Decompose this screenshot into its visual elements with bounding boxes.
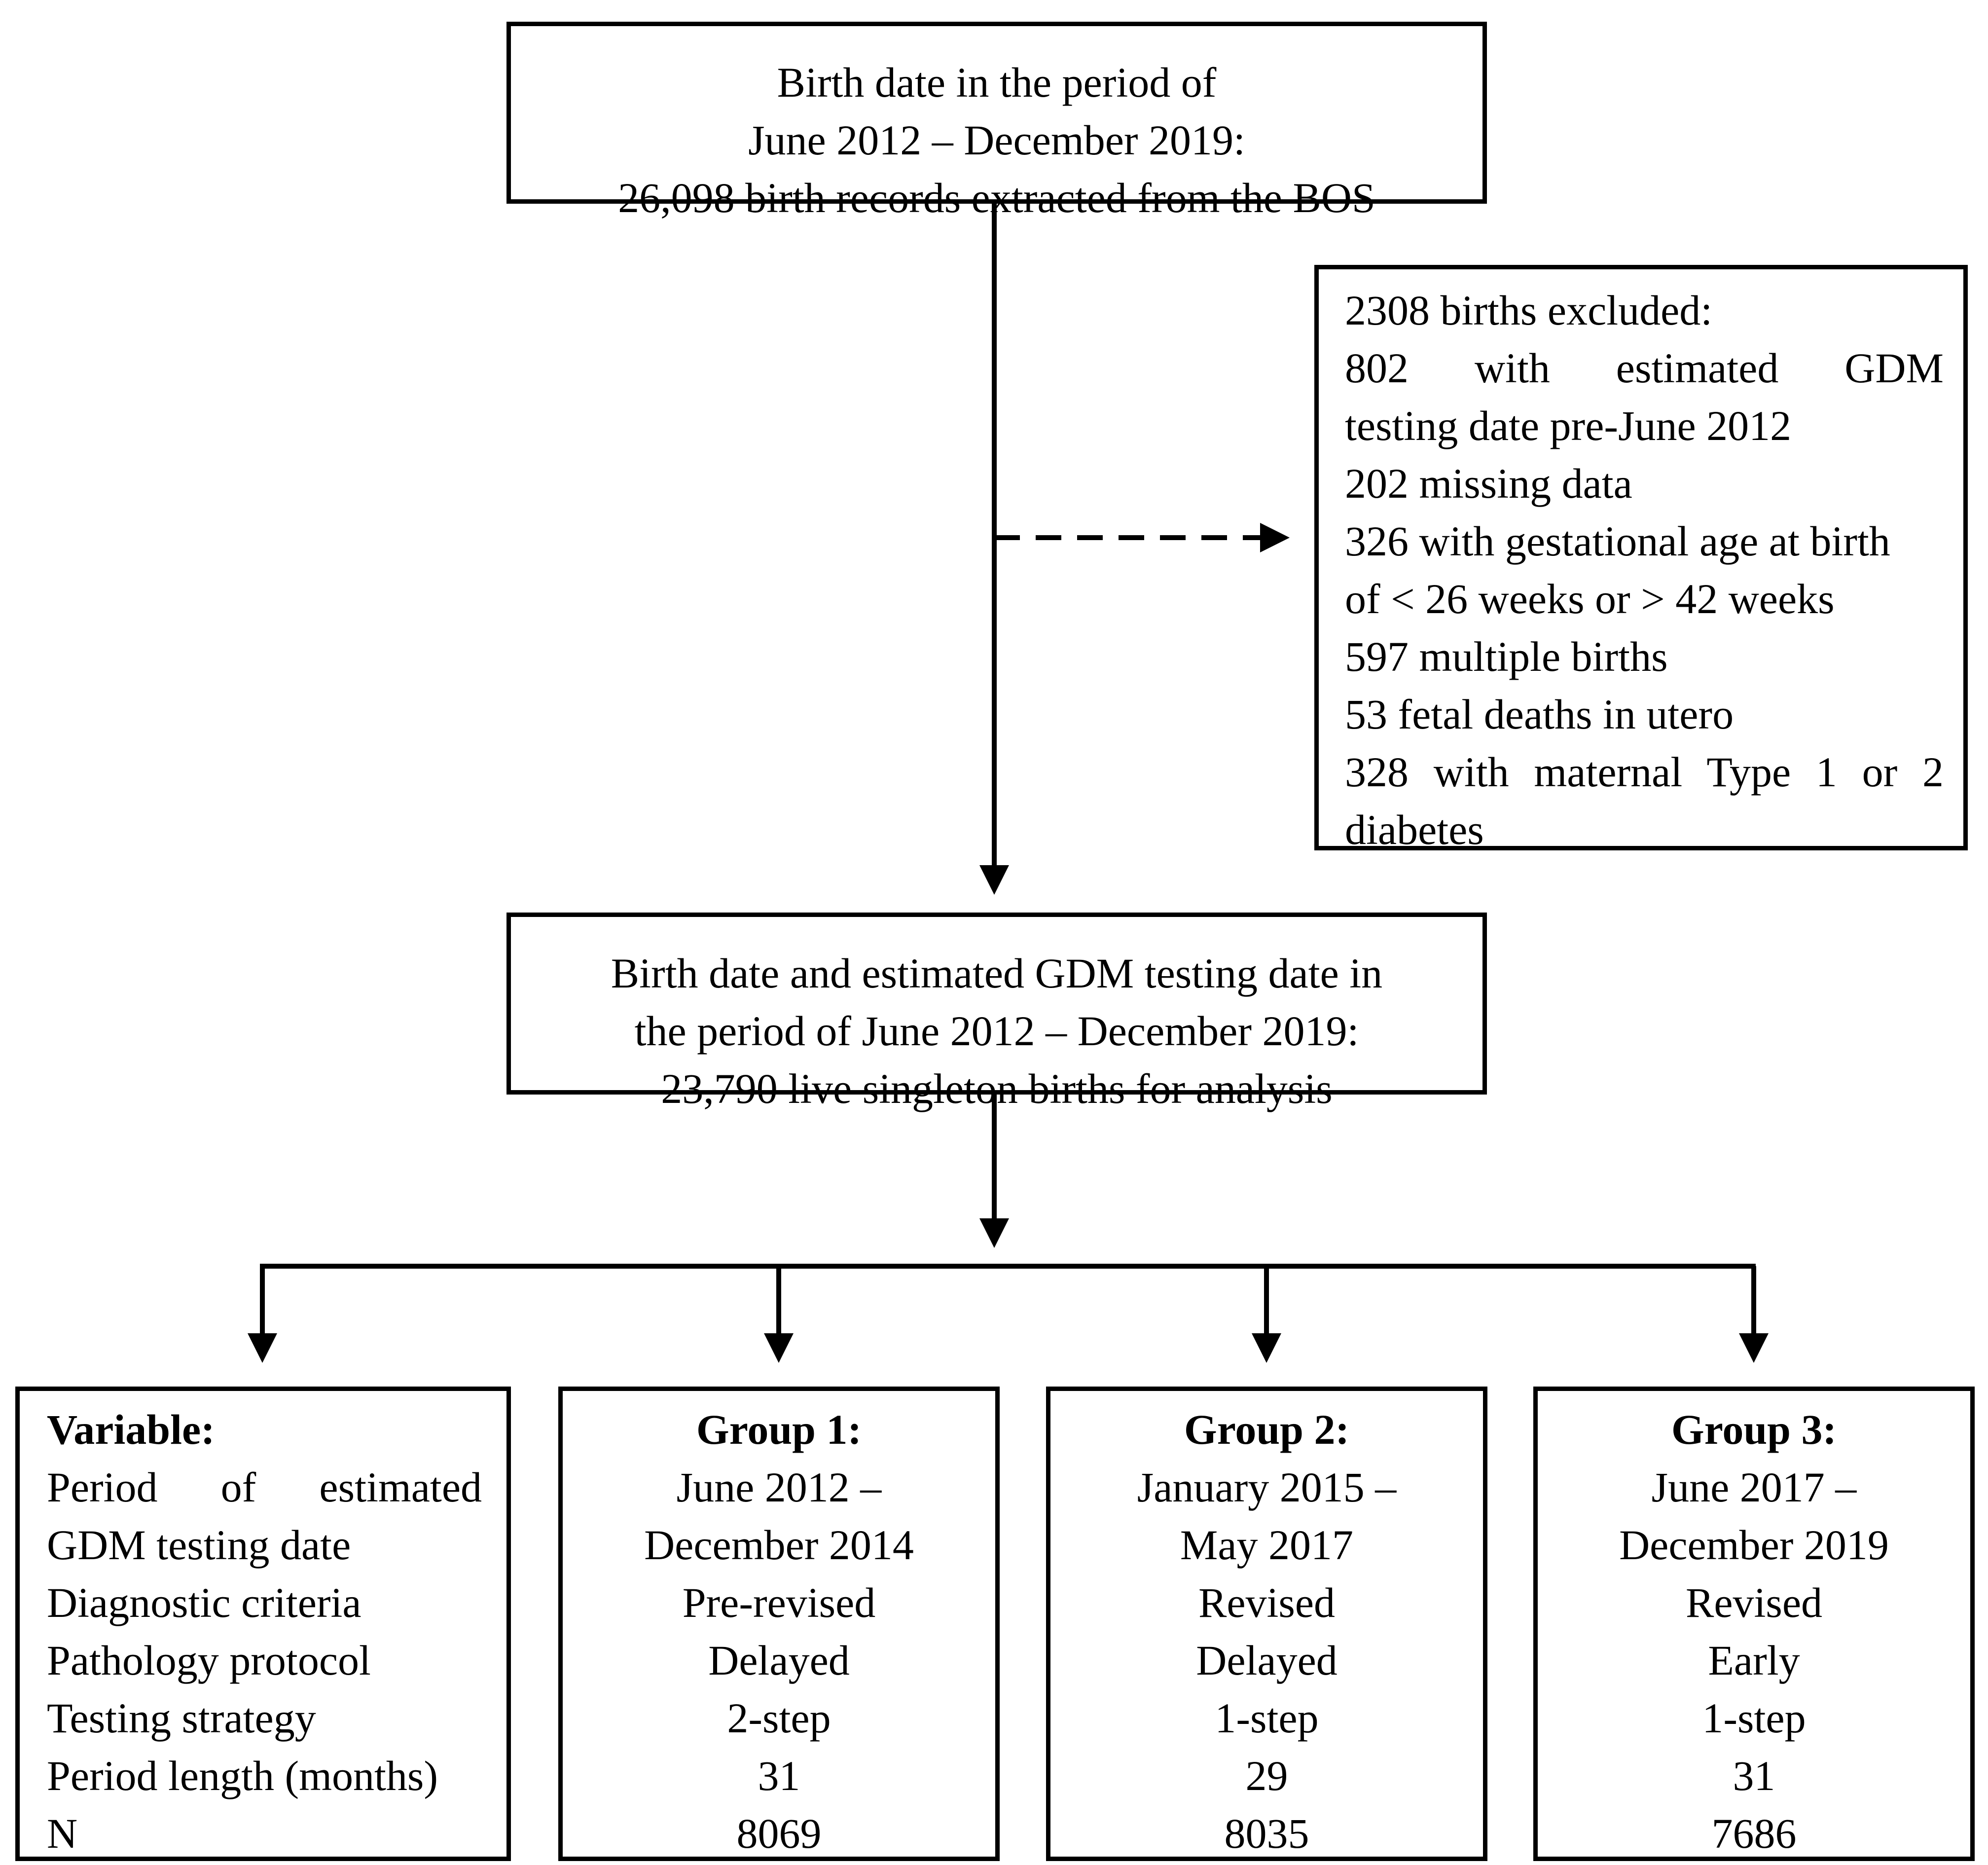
group-2-protocol: Delayed xyxy=(1196,1637,1337,1684)
group-1-title: Group 1: xyxy=(696,1406,862,1453)
group-1-period-start: June 2012 – xyxy=(676,1463,882,1511)
exclusions-box: 2308 births excluded: 802 with estimated… xyxy=(1314,265,1968,853)
exclusion-line: 326 with gestational age at birth xyxy=(1345,517,1890,565)
exclusion-line: diabetes xyxy=(1345,806,1484,853)
exclusion-line: 53 fetal deaths in utero xyxy=(1345,691,1734,738)
analysis-cohort-box: Birth date and estimated GDM testing dat… xyxy=(506,913,1487,1112)
group-3-protocol: Early xyxy=(1708,1637,1800,1684)
exclusions-title: 2308 births excluded: xyxy=(1345,287,1713,334)
group-1-criteria: Pre-revised xyxy=(682,1579,876,1626)
source-line-2: June 2012 – December 2019: xyxy=(748,116,1245,164)
group-1-strategy: 2-step xyxy=(727,1694,831,1742)
group-1-period-end: December 2014 xyxy=(644,1521,914,1569)
group-3-title: Group 3: xyxy=(1671,1406,1837,1453)
exclusion-line: 202 missing data xyxy=(1345,460,1632,507)
exclusion-line: 802 with estimated GDM xyxy=(1345,344,1944,392)
group-1-box: Group 1: June 2012 – December 2014 Pre-r… xyxy=(558,1387,1000,1861)
variable-row-label: Testing strategy xyxy=(47,1694,316,1742)
variable-row-label: N xyxy=(47,1810,78,1857)
group-2-criteria: Revised xyxy=(1198,1579,1336,1626)
variable-legend-box: Variable: Period of estimated GDM testin… xyxy=(15,1387,511,1861)
group-3-period-end: December 2019 xyxy=(1619,1521,1889,1569)
variable-row-label: Pathology protocol xyxy=(47,1637,371,1684)
group-2-length: 29 xyxy=(1245,1752,1288,1799)
group-1-n: 8069 xyxy=(736,1810,822,1857)
group-3-length: 31 xyxy=(1733,1752,1775,1799)
group-2-title: Group 2: xyxy=(1184,1406,1350,1453)
source-line-3: 26,098 birth records extracted from the … xyxy=(618,174,1375,221)
variable-row-label: Period of estimated xyxy=(47,1463,482,1511)
analysis-line-1: Birth date and estimated GDM testing dat… xyxy=(611,950,1383,997)
exclusion-line: 328 with maternal Type 1 or 2 xyxy=(1345,748,1944,796)
group-2-period-end: May 2017 xyxy=(1180,1521,1354,1569)
exclusion-line: 597 multiple births xyxy=(1345,633,1668,680)
analysis-line-2: the period of June 2012 – December 2019: xyxy=(634,1007,1359,1055)
group-1-length: 31 xyxy=(758,1752,800,1799)
group-3-n: 7686 xyxy=(1711,1810,1797,1857)
group-3-box: Group 3: June 2017 – December 2019 Revis… xyxy=(1533,1387,1975,1861)
exclusion-line: of < 26 weeks or > 42 weeks xyxy=(1345,575,1835,622)
group-2-box: Group 2: January 2015 – May 2017 Revised… xyxy=(1046,1387,1487,1861)
variable-row-label: Diagnostic criteria xyxy=(47,1579,361,1626)
group-2-period-start: January 2015 – xyxy=(1137,1463,1397,1511)
group-3-period-start: June 2017 – xyxy=(1651,1463,1857,1511)
analysis-line-3: 23,790 live singleton births for analysi… xyxy=(661,1065,1333,1112)
group-2-n: 8035 xyxy=(1224,1810,1309,1857)
variable-title: Variable: xyxy=(47,1406,215,1453)
group-3-strategy: 1-step xyxy=(1702,1694,1806,1742)
group-2-strategy: 1-step xyxy=(1215,1694,1319,1742)
source-line-1: Birth date in the period of xyxy=(777,59,1217,106)
group-1-protocol: Delayed xyxy=(708,1637,850,1684)
source-records-box: Birth date in the period of June 2012 – … xyxy=(506,22,1487,221)
variable-row-label: GDM testing date xyxy=(47,1521,351,1569)
group-3-criteria: Revised xyxy=(1685,1579,1823,1626)
variable-row-label: Period length (months) xyxy=(47,1752,438,1799)
exclusion-line: testing date pre-June 2012 xyxy=(1345,402,1792,449)
